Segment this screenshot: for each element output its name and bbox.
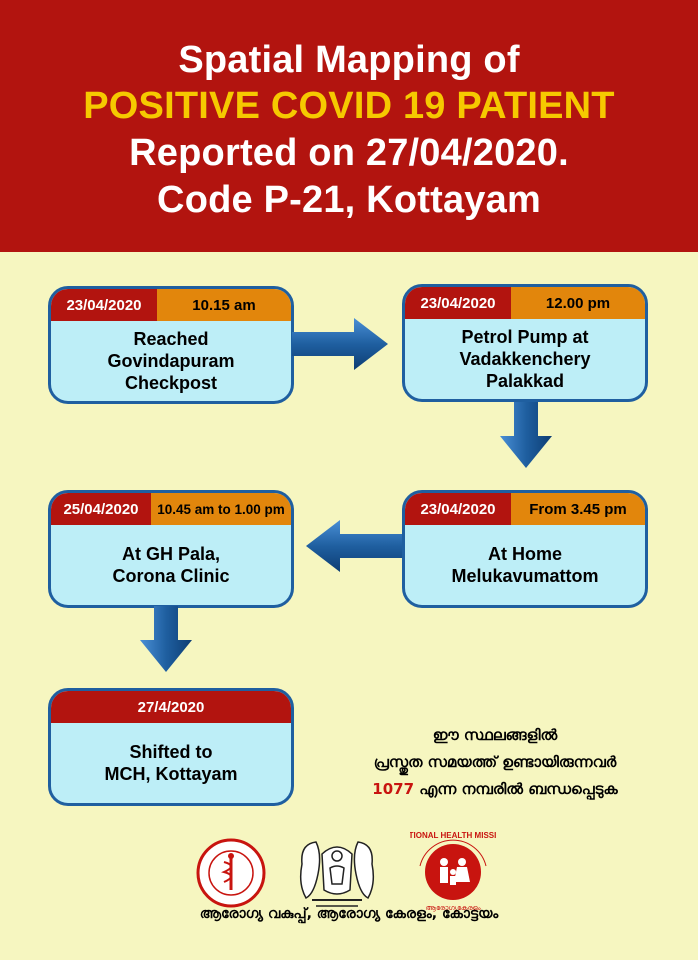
header-banner: Spatial Mapping of POSITIVE COVID 19 PAT… xyxy=(0,0,698,252)
arrow-down-icon xyxy=(140,606,192,672)
card-date: 23/04/2020 xyxy=(405,287,511,319)
card-time: 12.00 pm xyxy=(511,287,645,319)
notice-line-1: ഈ സ്ഥലങ്ങളിൽ xyxy=(432,726,558,744)
card-time: From 3.45 pm xyxy=(511,493,645,525)
timeline-card-4: 25/04/2020 10.45 am to 1.00 pm At GH Pal… xyxy=(48,490,294,608)
national-health-mission-logo: NATIONAL HEALTH MISSION ആരോഗ്യകേരളം xyxy=(410,831,496,912)
nhm-logo-subtext: ആരോഗ്യകേരളം xyxy=(425,904,480,912)
title-line-1: Spatial Mapping of xyxy=(178,39,520,81)
footer-text: ആരോഗ്യ വകുപ്പ്, ആരോഗ്യ കേരളം, കോട്ടയം xyxy=(199,906,499,922)
card-time: 10.15 am xyxy=(157,289,291,321)
contact-notice: ഈ സ്ഥലങ്ങളിൽ പ്രസ്തുത സമയത്ത് ഉണ്ടായിരുന… xyxy=(320,722,670,803)
arrow-right-icon xyxy=(292,318,388,370)
title-line-3: Reported on 27/04/2020. xyxy=(129,132,569,174)
card-location: Petrol Pump at Vadakkenchery Palakkad xyxy=(459,327,591,391)
card-date: 25/04/2020 xyxy=(51,493,151,525)
card-location: At GH Pala, Corona Clinic xyxy=(112,544,230,586)
timeline-card-5: 27/4/2020 Shifted to MCH, Kottayam xyxy=(48,688,294,806)
timeline-card-2: 23/04/2020 12.00 pm Petrol Pump at Vadak… xyxy=(402,284,648,402)
timeline-card-1: 23/04/2020 10.15 am Reached Govindapuram… xyxy=(48,286,294,404)
arrow-down-icon xyxy=(500,402,552,468)
notice-line-2: പ്രസ്തുത സമയത്ത് ഉണ്ടായിരുന്നവർ xyxy=(373,753,617,771)
notice-line-3: 1077 എന്ന നമ്പരിൽ ബന്ധപ്പെടുക xyxy=(320,776,670,803)
card-location: At Home Melukavumattom xyxy=(451,544,599,586)
helpline-number: 1077 xyxy=(372,780,415,798)
health-department-logo xyxy=(196,838,266,908)
card-location: Shifted to MCH, Kottayam xyxy=(104,742,238,784)
arrow-left-icon xyxy=(306,520,402,572)
notice-line-3-text: എന്ന നമ്പരിൽ ബന്ധപ്പെടുക xyxy=(414,780,618,798)
card-time: 10.45 am to 1.00 pm xyxy=(151,493,291,525)
card-date: 23/04/2020 xyxy=(51,289,157,321)
timeline-card-3: 23/04/2020 From 3.45 pm At Home Melukavu… xyxy=(402,490,648,608)
kerala-emblem-logo xyxy=(299,841,375,907)
title-line-4: Code P-21, Kottayam xyxy=(157,179,541,221)
card-date: 23/04/2020 xyxy=(405,493,511,525)
card-date: 27/4/2020 xyxy=(51,691,291,723)
nhm-logo-text: NATIONAL HEALTH MISSION xyxy=(410,831,496,840)
title-line-2: POSITIVE COVID 19 PATIENT xyxy=(83,85,615,127)
card-location: Reached Govindapuram Checkpost xyxy=(107,329,235,393)
